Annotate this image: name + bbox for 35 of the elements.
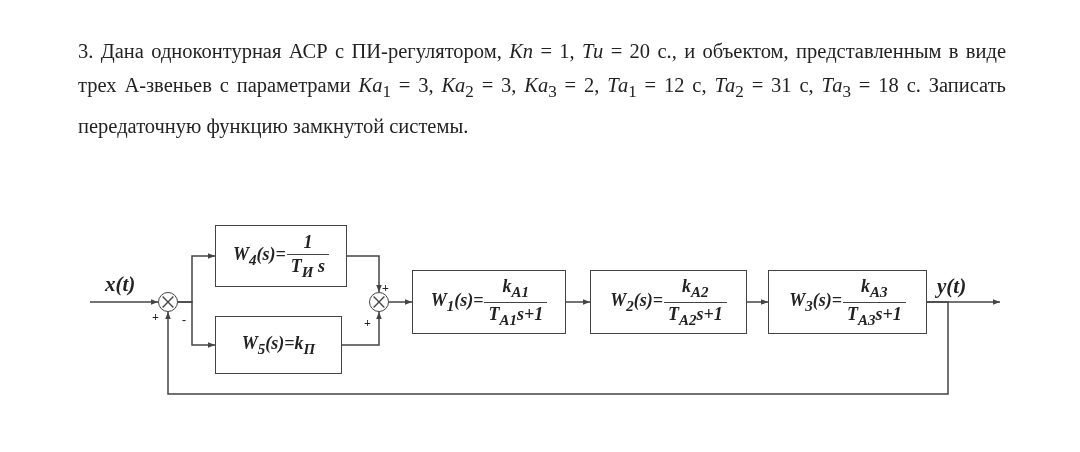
- signal-arrow: [89, 299, 159, 305]
- transfer-function-block: [215, 225, 347, 287]
- signal-arrow: [565, 299, 591, 305]
- transfer-function-block: [215, 316, 342, 374]
- formula-text: W$_{4}$(s)=: [233, 243, 286, 269]
- fraction-denominator: T$_{И}$ s: [286, 253, 329, 281]
- sign-label: -: [182, 314, 186, 326]
- feedback-arrow: [165, 301, 949, 395]
- summing-junction: [369, 292, 389, 312]
- problem-text: 3. Дана одноконтурная АСР с ПИ-регулятором, Кп = 1, Ти = 20 с., и объектом, представленным в виде трех А-звеньев с параметрами Ка$_{1}$ = 3, Ка$_{2}$ = 3, Ка$_{3}$ = 2, Та$_{1}$ = 12 с, Та$_{2}$ = 31 с, Та$_{3}$ = 18 с. Записать передаточную функцию замкнутой системы.: [78, 39, 1006, 140]
- summing-junction: [158, 292, 178, 312]
- signal-label: y(t): [936, 276, 968, 297]
- signal-label: x(t): [104, 274, 137, 295]
- signal-arrow: [341, 311, 382, 346]
- fraction-numerator: k$_{A3}$: [860, 275, 889, 302]
- formula-text: W$_{2}$(s)=: [610, 289, 663, 315]
- sign-label: +: [152, 311, 159, 323]
- fraction-denominator: T$_{A1}$s+1: [484, 301, 548, 329]
- fraction-numerator: k$_{A1}$: [501, 275, 531, 302]
- signal-arrow: [346, 255, 382, 293]
- formula-text: W$_{3}$(s)=: [789, 289, 842, 315]
- fraction-denominator: T$_{A2}$s+1: [664, 301, 727, 329]
- signal-arrow: [177, 301, 216, 348]
- sign-label: +: [364, 317, 371, 329]
- formula-text: W$_{1}$(s)=: [430, 289, 484, 315]
- fraction-numerator: 1: [302, 231, 314, 254]
- transfer-function-block: [590, 270, 747, 334]
- signal-arrow: [746, 299, 769, 305]
- formula-text: W$_{5}$(s)=k$_{П}$: [241, 332, 316, 358]
- sign-label: +: [382, 282, 389, 294]
- fraction-numerator: k$_{A2}$: [681, 275, 710, 302]
- fraction-denominator: T$_{A3}$s+1: [843, 301, 906, 329]
- transfer-function-block: [768, 270, 927, 334]
- transfer-function-block: [412, 270, 566, 334]
- signal-arrow: [388, 299, 413, 305]
